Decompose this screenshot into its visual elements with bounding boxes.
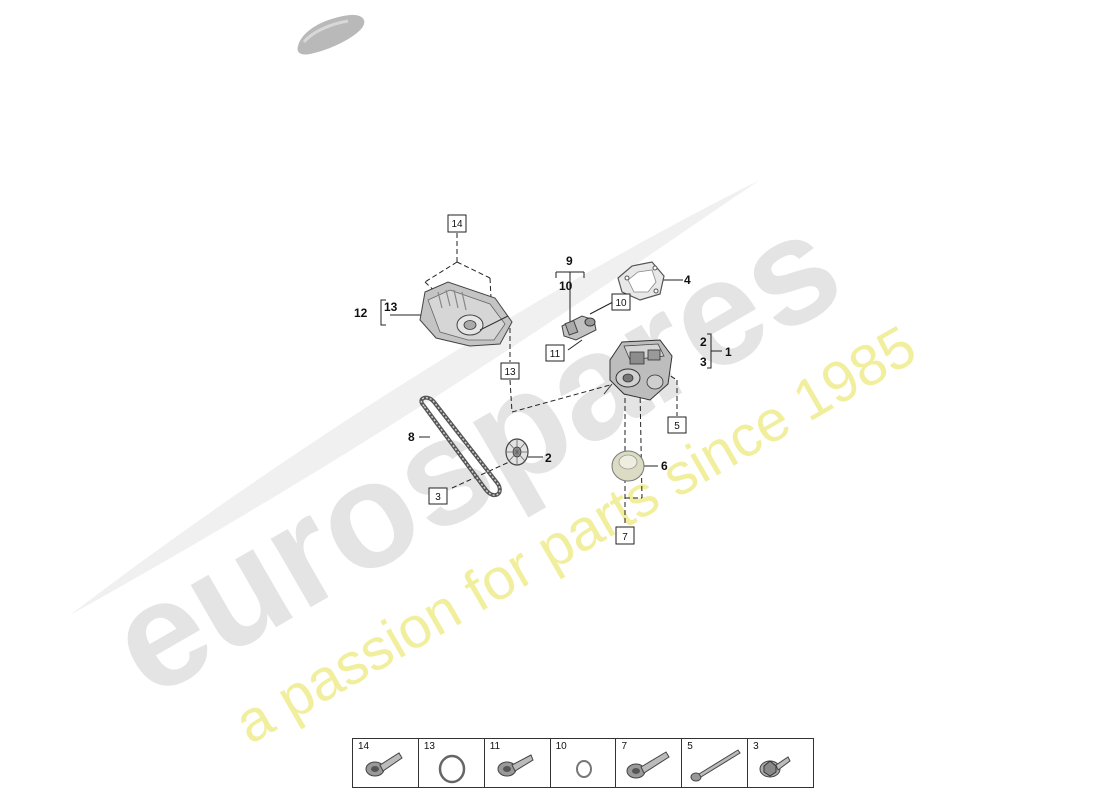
box-ref-13: 13 — [504, 367, 516, 378]
callout-9: 9 — [566, 254, 573, 268]
callout-3-top: 3 — [700, 355, 707, 369]
callout-1: 1 — [725, 345, 732, 359]
callout-2-low: 2 — [545, 451, 552, 465]
legend-cell-ring-13[interactable]: 13 — [417, 739, 484, 787]
box-ref-3: 3 — [435, 492, 441, 503]
bolt-icon — [626, 751, 671, 779]
gasket-part[interactable] — [617, 261, 665, 301]
watermark-swoosh — [70, 180, 760, 615]
sensor-part[interactable] — [561, 315, 597, 341]
oil-strainer-part[interactable] — [611, 450, 645, 482]
callout-4: 4 — [684, 273, 691, 287]
drive-chain-part[interactable] — [419, 395, 502, 498]
callout-10: 10 — [559, 279, 573, 293]
legend-number: 11 — [489, 741, 501, 752]
callout-12: 12 — [354, 306, 368, 320]
flange-bolt-icon — [759, 756, 791, 778]
boxed-refs — [428, 214, 687, 545]
box-ref-5: 5 — [674, 421, 680, 432]
legend-cell-flange-bolt-3[interactable]: 3 — [747, 739, 813, 787]
long-bolt-icon — [690, 749, 742, 782]
legend-number: 14 — [358, 741, 370, 752]
legend-cell-bolt-7[interactable]: 7 — [615, 739, 681, 787]
callout-8: 8 — [408, 430, 415, 444]
sprocket-part[interactable] — [505, 438, 529, 466]
boxed-ref-numbers: 14 10 11 13 5 3 7 — [435, 219, 680, 543]
box-ref-10: 10 — [615, 298, 627, 309]
legend-number: 3 — [753, 741, 759, 752]
box-ref-7: 7 — [622, 532, 628, 543]
car-icon — [297, 14, 365, 55]
oil-pump-part[interactable] — [603, 339, 673, 401]
callout-6: 6 — [661, 459, 668, 473]
hardware-legend: 14 13 11 10 7 5 — [352, 738, 814, 788]
bolt-icon — [365, 752, 403, 777]
o-ring-icon — [438, 754, 466, 784]
box-ref-14: 14 — [451, 219, 463, 230]
callout-13: 13 — [384, 300, 398, 314]
legend-cell-bolt-14[interactable]: 14 — [353, 739, 418, 787]
legend-cell-long-bolt-5[interactable]: 5 — [681, 739, 747, 787]
pump-cover-part[interactable] — [419, 281, 513, 347]
o-ring-icon — [575, 760, 592, 778]
callout-2-top: 2 — [700, 335, 707, 349]
legend-cell-bolt-11[interactable]: 11 — [483, 739, 550, 787]
legend-number: 10 — [555, 741, 567, 752]
legend-cell-ring-10[interactable]: 10 — [549, 739, 616, 787]
box-ref-11: 11 — [550, 349, 561, 360]
bolt-icon — [497, 754, 534, 777]
callout-labels: 1 2 3 4 6 8 2 9 10 12 13 — [354, 254, 732, 473]
legend-number: 5 — [687, 741, 693, 752]
legend-number: 7 — [621, 741, 627, 752]
legend-number: 13 — [423, 741, 435, 752]
